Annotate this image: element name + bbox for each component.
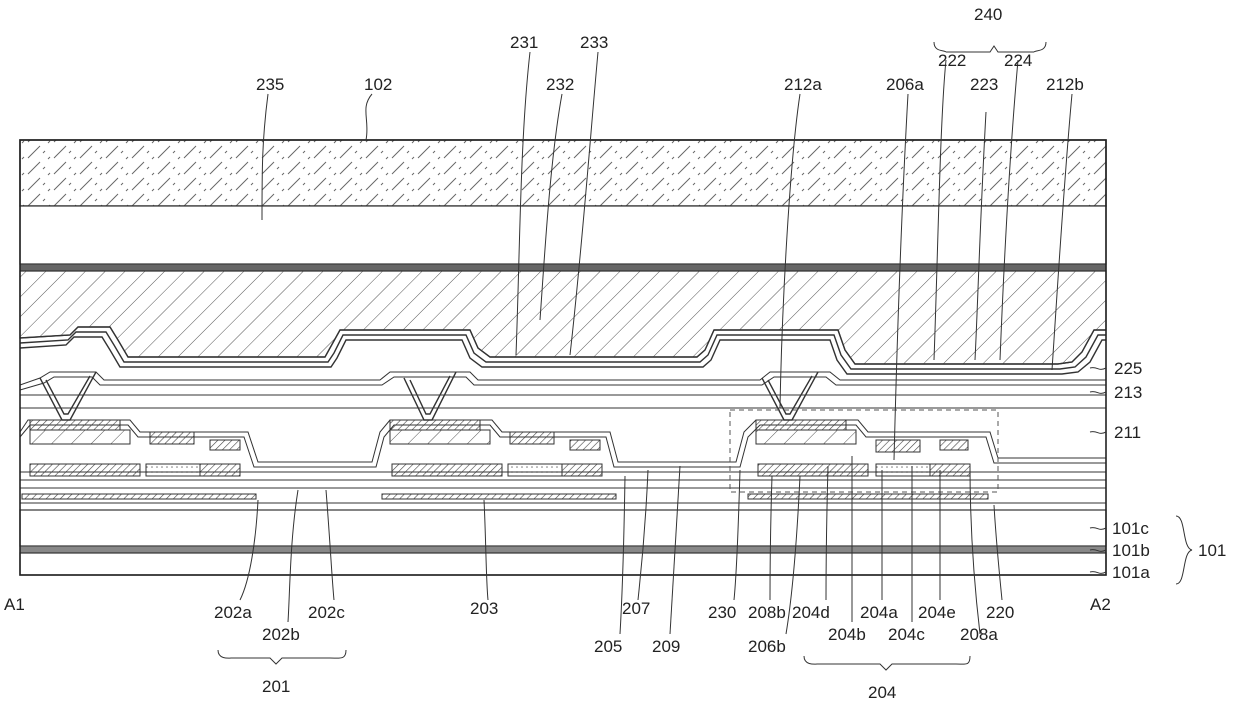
label-231: 231 — [510, 33, 538, 52]
label-208b: 208b — [748, 603, 786, 622]
label-230: 230 — [708, 603, 736, 622]
label-235: 235 — [256, 75, 284, 94]
label-202a: 202a — [214, 603, 252, 622]
layer-101c — [20, 510, 1106, 546]
label-101b: 101b — [1112, 541, 1150, 560]
label-213: 213 — [1114, 383, 1142, 402]
thin-dense-layer — [20, 264, 1106, 271]
space-235 — [20, 206, 1106, 264]
electrode-220 — [748, 494, 988, 499]
label-203: 203 — [470, 599, 498, 618]
layer-101a — [20, 553, 1106, 575]
electrode-203 — [382, 494, 616, 499]
tft-column-3 — [756, 420, 970, 476]
label-240: 240 — [974, 5, 1002, 24]
label-202c: 202c — [308, 603, 345, 622]
tft-column-1 — [30, 420, 240, 476]
label-204: 204 — [868, 683, 896, 702]
label-206a: 206a — [886, 75, 924, 94]
label-102: 102 — [364, 75, 392, 94]
label-206b: 206b — [748, 637, 786, 656]
label-207: 207 — [622, 599, 650, 618]
counter-substrate-102 — [20, 140, 1106, 206]
label-101a: 101a — [1112, 563, 1150, 582]
label-201: 201 — [262, 677, 290, 696]
label-212a: 212a — [784, 75, 822, 94]
label-212b: 212b — [1046, 75, 1084, 94]
layer-232 — [20, 271, 1106, 364]
label-204a: 204a — [860, 603, 898, 622]
electrode-202 — [22, 494, 256, 499]
layer-101b — [20, 546, 1106, 553]
label-101: 101 — [1198, 541, 1226, 560]
tft-column-2 — [390, 420, 602, 476]
label-a2: A2 — [1090, 595, 1111, 614]
label-233: 233 — [580, 33, 608, 52]
label-204d: 204d — [792, 603, 830, 622]
stepped-insulators — [20, 420, 1106, 488]
label-224: 224 — [1004, 51, 1032, 70]
label-232: 232 — [546, 75, 574, 94]
label-204e: 204e — [918, 603, 956, 622]
label-225: 225 — [1114, 359, 1142, 378]
label-204b: 204b — [828, 625, 866, 644]
label-209: 209 — [652, 637, 680, 656]
label-101c: 101c — [1112, 519, 1149, 538]
label-a1: A1 — [4, 595, 25, 614]
label-208a: 208a — [960, 625, 998, 644]
label-220: 220 — [986, 603, 1014, 622]
label-223: 223 — [970, 75, 998, 94]
contact-vias — [40, 372, 818, 420]
label-204c: 204c — [888, 625, 925, 644]
layer-225-213 — [20, 372, 1106, 395]
label-222: 222 — [938, 51, 966, 70]
label-205: 205 — [594, 637, 622, 656]
label-211: 211 — [1114, 423, 1141, 442]
label-202b: 202b — [262, 625, 300, 644]
